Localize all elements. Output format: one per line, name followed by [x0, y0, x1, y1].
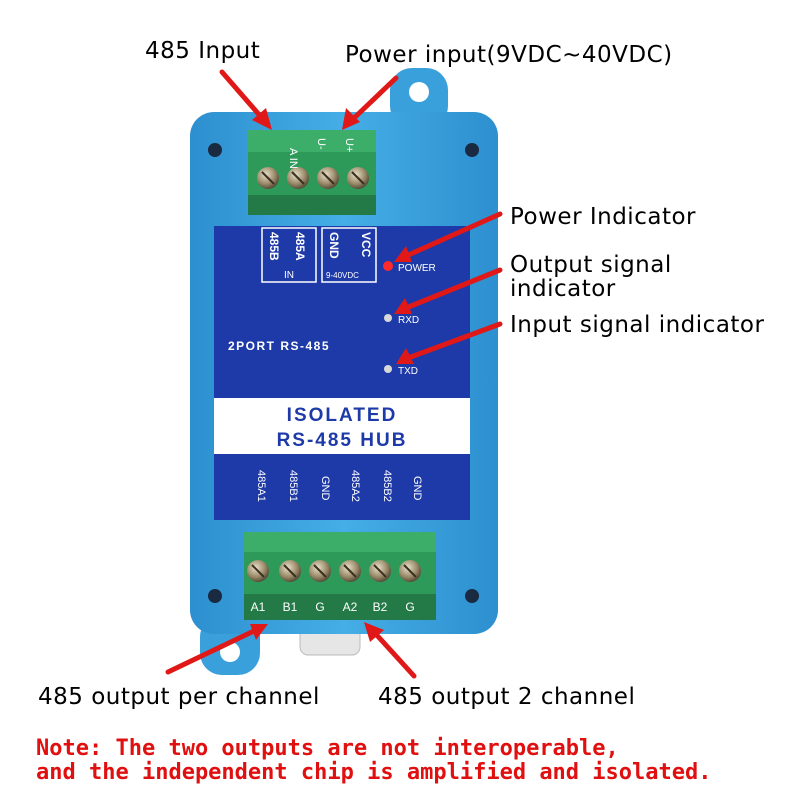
bottom-terminal-label-a2: A2 [343, 600, 358, 614]
pin-label-in: IN [284, 270, 294, 281]
arrow-output-per-channel [165, 624, 268, 675]
input-pin-box [261, 227, 317, 283]
top-terminal-label-a: A IN [287, 148, 299, 169]
corner-screw-holes [208, 143, 479, 603]
title-band [214, 398, 470, 454]
pin-label-485a: 485A [293, 232, 307, 261]
top-terminal-label-vminus: U- [315, 138, 327, 150]
led-label-txd: TXD [398, 366, 418, 377]
device-title-line1: ISOLATED [287, 405, 398, 426]
callout-power-input: Power input(9VDC~40VDC) [345, 42, 673, 68]
arrow-485-input [219, 69, 272, 130]
bottom-pin-label-b1: 485B1 [287, 470, 299, 502]
bottom-pin-label-gnd2: GND [411, 476, 423, 501]
callout-input-signal-indicator: Input signal indicator [510, 312, 765, 338]
bottom-terminal-label-a1: A1 [251, 600, 266, 614]
arrow-output-signal-indicator [394, 267, 503, 314]
bottom-terminal-label-b1: B1 [283, 600, 298, 614]
bottom-pin-label-b2: 485B2 [381, 470, 393, 502]
callout-power-indicator: Power Indicator [510, 204, 696, 230]
bottom-terminal-label-g2: G [405, 600, 414, 614]
pin-label-485b: 485B [267, 232, 281, 261]
bottom-pin-label-gnd1: GND [319, 476, 331, 501]
callout-output-signal-line1: Output signal [510, 252, 672, 278]
top-terminal-label-vplus: U+ [343, 138, 355, 152]
led-label-power: POWER [398, 263, 436, 274]
port-label: 2PORT RS-485 [228, 339, 330, 353]
txd-led [384, 365, 392, 373]
note-line1: Note: The two outputs are not interopera… [36, 736, 619, 761]
callout-485-input: 485 Input [145, 38, 261, 64]
lower-panel [214, 454, 470, 520]
bottom-pin-label-a1: 485A1 [255, 470, 267, 502]
arrow-power-input [342, 75, 399, 130]
pin-label-voltage-range: 9-40VDC [326, 271, 359, 280]
callout-output-per-channel: 485 output per channel [38, 684, 320, 710]
front-panel [214, 226, 470, 398]
power-pin-box [321, 227, 377, 283]
power-led [383, 261, 393, 271]
callout-output-2-channel: 485 output 2 channel [378, 684, 636, 710]
rxd-led [384, 314, 392, 322]
pin-label-vcc: VCC [359, 232, 373, 258]
callout-output-signal-line2: indicator [510, 276, 616, 302]
bottom-terminal-label-g1: G [315, 600, 324, 614]
arrow-input-signal-indicator [396, 321, 503, 364]
pin-label-gnd: GND [327, 232, 341, 259]
bottom-terminal-block [244, 532, 436, 620]
bottom-pin-label-a2: 485A2 [349, 470, 361, 502]
arrow-output-2-channel [364, 622, 417, 679]
device-title-line2: RS-485 HUB [277, 430, 408, 451]
note-line2: and the independent chip is amplified an… [36, 760, 712, 785]
top-terminal-block [248, 130, 376, 215]
bottom-terminal-label-b2: B2 [373, 600, 388, 614]
led-label-rxd: RXD [398, 315, 419, 326]
arrow-power-indicator [394, 211, 503, 262]
